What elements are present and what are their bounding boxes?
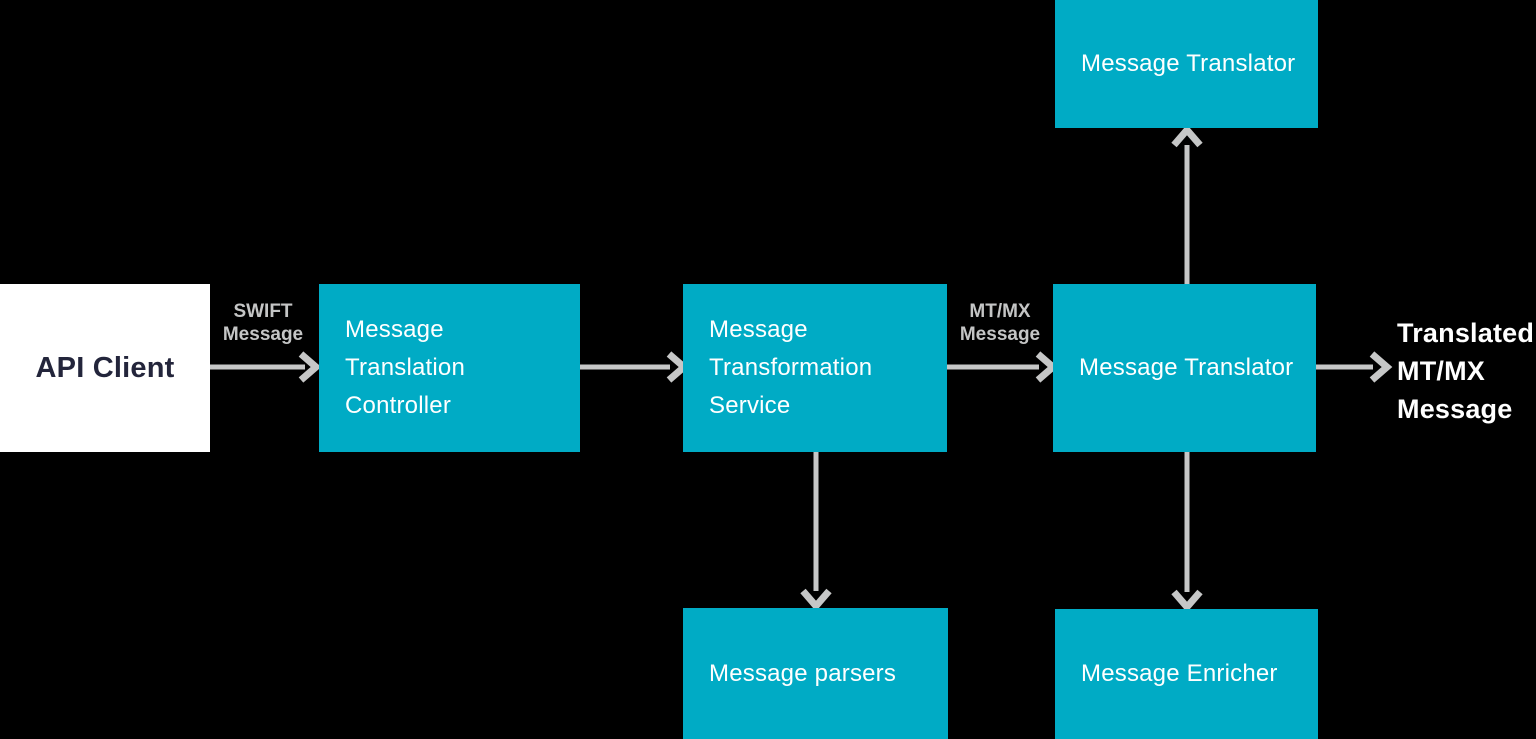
node-message-translator-label: Message Translator <box>1079 354 1294 381</box>
node-message-translation-controller-label: Message Translation Controller <box>345 316 466 419</box>
arrow-transformation-to-translator <box>947 351 1059 383</box>
arrow-transformation-to-parsers <box>800 452 832 612</box>
node-message-parsers-label: Message parsers <box>709 659 897 687</box>
node-message-translation-controller: Message Translation Controller <box>319 284 580 452</box>
output-translated-mtmx-message: Translated MT/MX Message <box>1397 318 1535 424</box>
arrow-translator-to-enricher <box>1171 452 1203 613</box>
arrow-controller-to-transformation <box>580 351 690 383</box>
edge-label-swift-message: SWIFT Message <box>222 301 304 345</box>
node-message-parsers: Message parsers <box>683 608 948 739</box>
arrow-translator-to-translator-top <box>1171 124 1203 284</box>
arrow-translator-to-output <box>1316 351 1393 383</box>
node-message-enricher-label: Message Enricher <box>1081 660 1278 687</box>
node-message-translator-top-label: Message Translator <box>1081 50 1296 77</box>
node-message-translator: Message Translator <box>1053 284 1316 452</box>
node-message-transformation-service-label: Message Transformation Service <box>709 316 873 419</box>
node-api-client-label: API Client <box>35 351 175 384</box>
edge-label-mtmx-message: MT/MX Message <box>959 301 1041 345</box>
node-message-transformation-service: Message Transformation Service <box>683 284 947 452</box>
node-message-enricher: Message Enricher <box>1055 609 1318 739</box>
node-message-translator-top: Message Translator <box>1055 0 1318 128</box>
arrow-client-to-controller <box>210 351 322 383</box>
node-api-client: API Client <box>0 284 210 452</box>
